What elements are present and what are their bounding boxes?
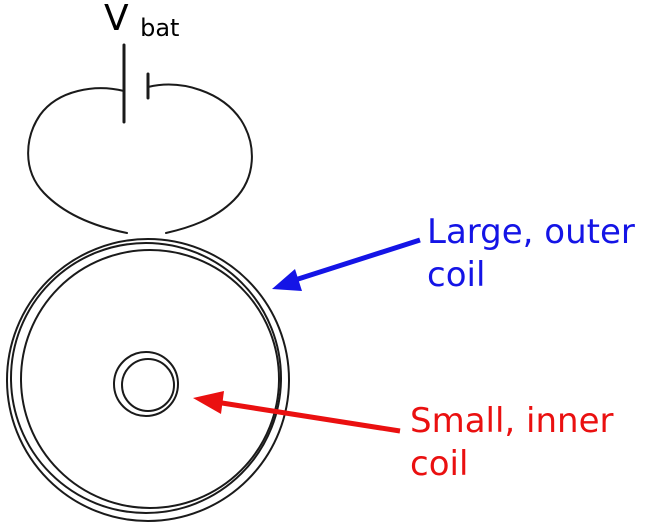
large-coil-arrow-shaft — [294, 237, 421, 283]
large-coil-arrow — [272, 237, 421, 291]
small-coil-label-line2: coil — [410, 444, 468, 484]
wire-loop-left — [27, 87, 128, 234]
large-outer-coil — [6, 238, 290, 522]
large-coil-label: Large, outer coil — [427, 212, 646, 295]
small-inner-coil — [113, 351, 179, 417]
circuit-linework — [6, 43, 290, 522]
small-coil-arrowhead-icon — [193, 391, 224, 414]
inner-coil-turn-2 — [121, 358, 175, 412]
outer-coil-turn-2 — [10, 242, 282, 514]
battery-voltage-label: V bat — [104, 0, 179, 42]
wire-loop-right — [147, 83, 253, 234]
small-coil-label-line1: Small, inner — [410, 401, 614, 441]
inner-coil-turn-1 — [113, 351, 179, 417]
outer-coil-turn-3 — [20, 249, 280, 509]
small-coil-label: Small, inner coil — [410, 401, 624, 484]
large-coil-arrowhead-icon — [272, 269, 302, 291]
battery-voltage-subscript: bat — [140, 14, 179, 42]
outer-coil-turn-1 — [6, 238, 290, 522]
small-coil-arrow — [193, 391, 401, 434]
large-coil-label-line1: Large, outer — [427, 212, 635, 252]
battery-voltage-symbol: V — [104, 0, 129, 39]
large-coil-label-line2: coil — [427, 255, 485, 295]
small-coil-arrow-shaft — [221, 400, 401, 434]
